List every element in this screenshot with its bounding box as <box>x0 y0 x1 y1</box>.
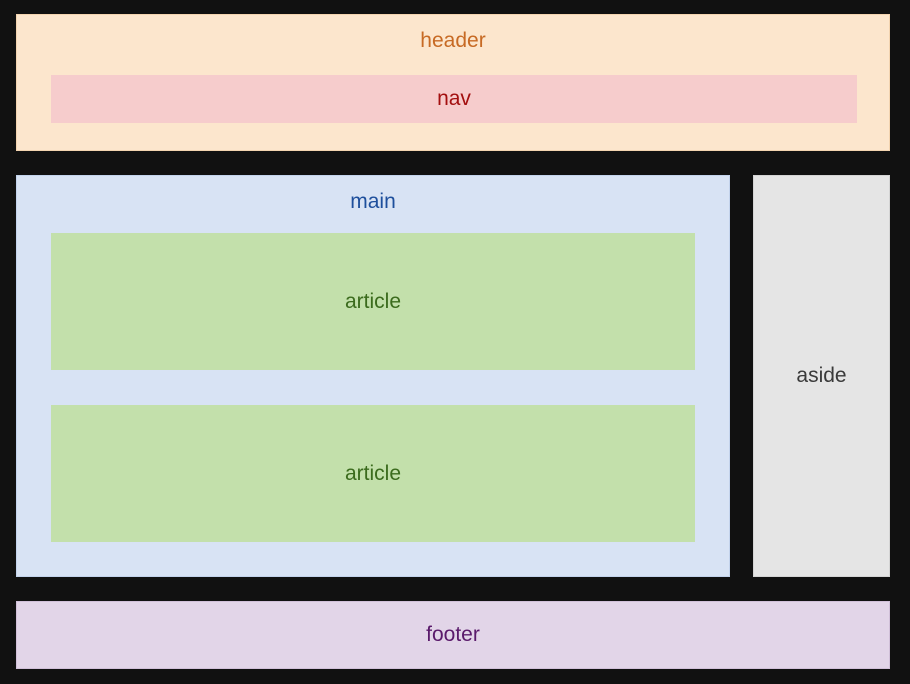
header-label: header <box>420 29 486 52</box>
aside-label: aside <box>796 364 847 387</box>
nav-region: nav <box>51 75 857 123</box>
article-region: article <box>51 233 695 370</box>
footer-region: footer <box>16 601 890 669</box>
header-region: header nav <box>16 14 890 151</box>
article-region: article <box>51 405 695 542</box>
main-label: main <box>350 190 396 213</box>
nav-label: nav <box>437 87 471 110</box>
article-label: article <box>344 289 402 313</box>
article-label: article <box>344 461 402 485</box>
footer-label: footer <box>426 623 480 646</box>
main-region: main article article <box>16 175 730 577</box>
aside-region: aside <box>753 175 890 577</box>
